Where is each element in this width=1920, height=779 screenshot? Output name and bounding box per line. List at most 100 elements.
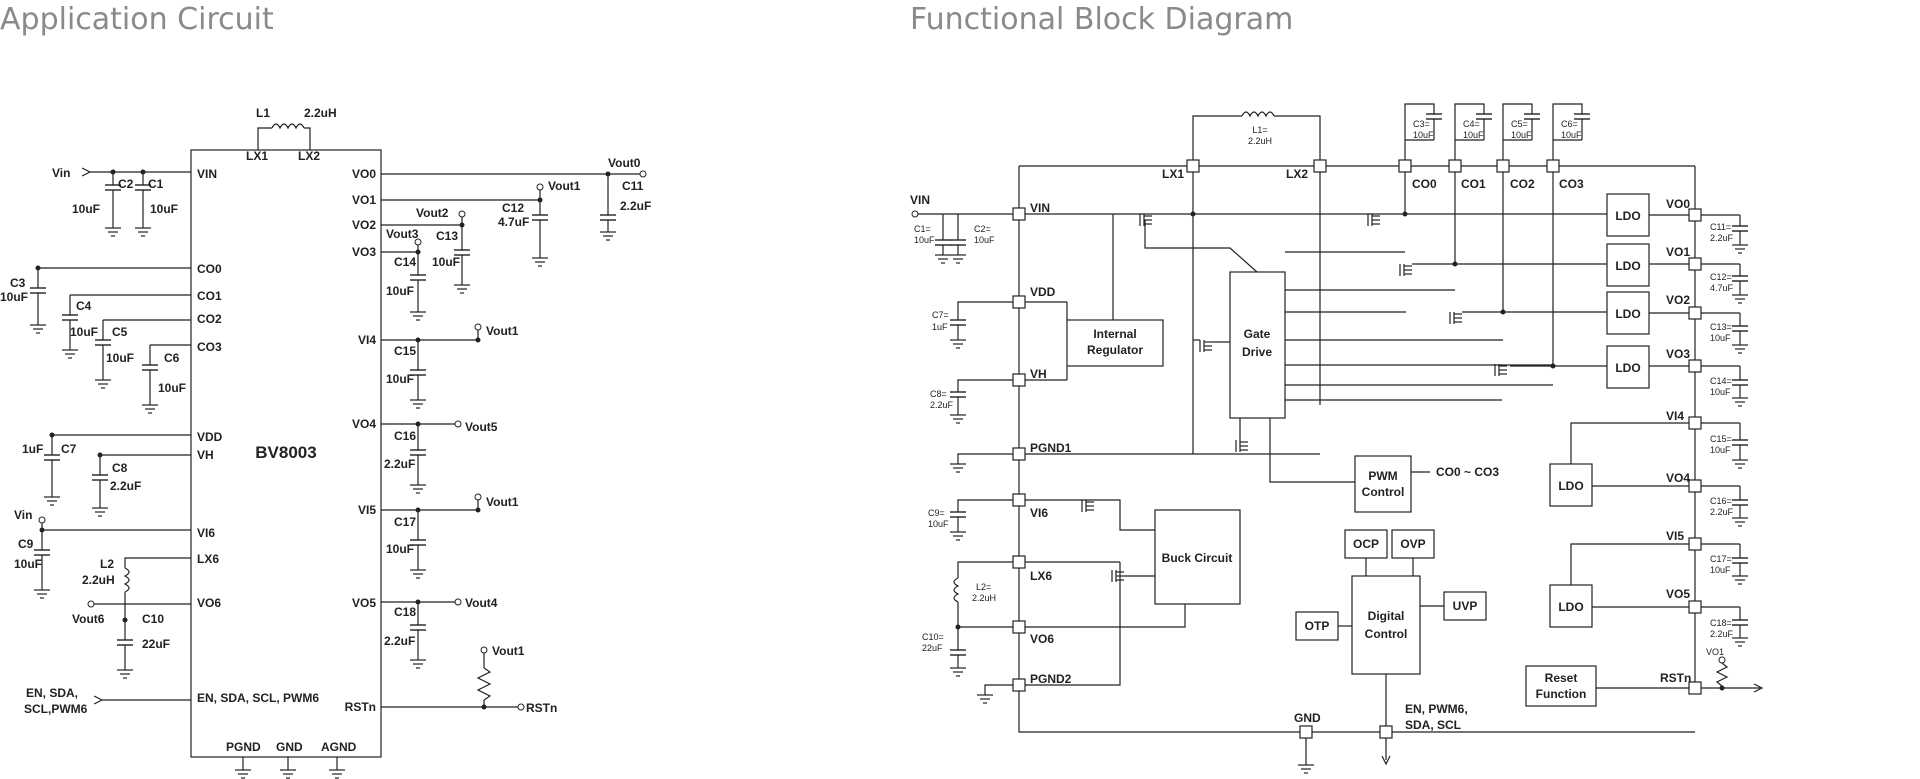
svg-text:Digital: Digital <box>1368 609 1405 623</box>
pin-vo0: VO0 <box>352 167 376 181</box>
fbd-pin-co3: CO3 <box>1559 177 1584 191</box>
c9-value: 10uF <box>14 557 42 571</box>
svg-text:C14=: C14= <box>1710 376 1732 386</box>
c17-value: 10uF <box>386 542 414 556</box>
c6-value: 10uF <box>158 381 186 395</box>
fbd-pin-lx2: LX2 <box>1286 167 1308 181</box>
svg-text:10uF: 10uF <box>1413 130 1434 140</box>
svg-text:2.2uH: 2.2uH <box>972 593 996 603</box>
c10-value: 22uF <box>142 637 170 651</box>
pin-lx1: LX1 <box>246 149 268 163</box>
c18-value: 2.2uF <box>384 634 415 648</box>
svg-text:OCP: OCP <box>1353 537 1379 551</box>
net-vout1-d: Vout1 <box>492 644 525 658</box>
c10-name: C10 <box>142 612 164 626</box>
fbd-en-label-1: EN, PWM6, <box>1405 702 1468 716</box>
svg-text:10uF: 10uF <box>928 519 949 529</box>
svg-text:C1=: C1= <box>914 224 931 234</box>
pin-co1: CO1 <box>197 289 222 303</box>
pin-vi5: VI5 <box>358 503 376 517</box>
net-vout0: Vout0 <box>608 156 641 170</box>
ovp-block <box>1391 529 1435 559</box>
svg-text:Regulator: Regulator <box>1087 343 1143 357</box>
fbd-pin-vi5: VI5 <box>1666 529 1684 543</box>
c2-value: 10uF <box>72 202 100 216</box>
c11-name: C11 <box>622 179 644 193</box>
svg-text:C15=: C15= <box>1710 434 1732 444</box>
l2-name: L2 <box>100 557 114 571</box>
fbd-pin-pgnd2: PGND2 <box>1030 672 1072 686</box>
pin-vi4: VI4 <box>358 333 376 347</box>
svg-text:UVP: UVP <box>1453 599 1478 613</box>
ldo-blocks: LDO LDO LDO LDO LDO LDO <box>1549 193 1650 628</box>
c8-name: C8 <box>112 461 128 475</box>
fbd-pin-vo5: VO5 <box>1666 587 1690 601</box>
svg-text:2.2uF: 2.2uF <box>1710 629 1734 639</box>
svg-text:C8=: C8= <box>930 389 947 399</box>
rstn-resistor <box>476 667 492 701</box>
net-vin: Vin <box>52 166 70 180</box>
svg-text:10uF: 10uF <box>1463 130 1484 140</box>
gate-drive-block <box>1229 271 1286 419</box>
net-vout5: Vout5 <box>465 420 498 434</box>
fbd-pin-vin: VIN <box>1030 201 1050 215</box>
svg-text:C6=: C6= <box>1561 119 1578 129</box>
svg-text:OTP: OTP <box>1305 619 1330 633</box>
fbd-pin-gnd: GND <box>1294 711 1321 725</box>
pin-lx2: LX2 <box>298 149 320 163</box>
co-range-label: CO0 ~ CO3 <box>1436 465 1499 479</box>
inductor-l2 <box>123 567 130 593</box>
c1-name: C1 <box>148 177 164 191</box>
svg-text:Internal: Internal <box>1093 327 1136 341</box>
application-circuit: BV8003 L1 2.2uH LX1 LX2 VIN CO0 CO1 CO2 … <box>0 106 651 779</box>
pin-co3: CO3 <box>197 340 222 354</box>
pin-vo3: VO3 <box>352 245 376 259</box>
svg-text:C2=: C2= <box>974 224 991 234</box>
fbd-pin-vi6: VI6 <box>1030 506 1048 520</box>
svg-text:C16=: C16= <box>1710 496 1732 506</box>
svg-text:C4=: C4= <box>1463 119 1480 129</box>
svg-text:Function: Function <box>1536 687 1587 701</box>
pin-lx6: LX6 <box>197 552 219 566</box>
svg-text:2.2uF: 2.2uF <box>1710 507 1734 517</box>
net-vout6: Vout6 <box>72 612 105 626</box>
svg-text:1uF: 1uF <box>932 322 948 332</box>
c9-name: C9 <box>18 537 34 551</box>
c4-name: C4 <box>76 299 92 313</box>
fbd-l1-value: 2.2uH <box>1248 136 1272 146</box>
svg-text:C13=: C13= <box>1710 322 1732 332</box>
fbd-pin-lx1: LX1 <box>1162 167 1184 181</box>
svg-text:C12=: C12= <box>1710 272 1732 282</box>
c7-name: C7 <box>61 442 77 456</box>
c3-name: C3 <box>10 276 26 290</box>
fbd-en-label-2: SDA, SCL <box>1405 718 1461 732</box>
svg-text:4.7uF: 4.7uF <box>1710 283 1734 293</box>
pin-vo5: VO5 <box>352 596 376 610</box>
svg-text:10uF: 10uF <box>1710 333 1731 343</box>
svg-text:LDO: LDO <box>1558 600 1583 614</box>
fbd-pin-lx6: LX6 <box>1030 569 1052 583</box>
l1-name: L1 <box>256 106 270 120</box>
net-vout1-a: Vout1 <box>548 179 581 193</box>
fbd-pin-vo0: VO0 <box>1666 197 1690 211</box>
application-circuit-title: Application Circuit <box>0 2 274 37</box>
svg-text:LDO: LDO <box>1615 209 1640 223</box>
pin-vo2: VO2 <box>352 218 376 232</box>
net-vout4: Vout4 <box>465 596 498 610</box>
svg-text:10uF: 10uF <box>1710 387 1731 397</box>
fbd-vin-label: VIN <box>910 193 930 207</box>
pin-vo1: VO1 <box>352 193 376 207</box>
fbd-flying-caps: C3=10uF C4=10uF C5=10uF C6=10uF <box>1404 103 1591 160</box>
fbd-pin-vo2: VO2 <box>1666 293 1690 307</box>
svg-text:Buck Circuit: Buck Circuit <box>1162 551 1233 565</box>
pin-agnd: AGND <box>321 740 357 754</box>
c14-value: 10uF <box>386 284 414 298</box>
svg-text:C11=: C11= <box>1710 222 1731 232</box>
c4-value: 10uF <box>70 325 98 339</box>
pin-vo4: VO4 <box>352 417 376 431</box>
net-en-2: SCL,PWM6 <box>24 702 88 716</box>
pin-vdd: VDD <box>197 430 223 444</box>
c12-name: C12 <box>502 201 524 215</box>
net-rstn: RSTn <box>526 701 557 715</box>
